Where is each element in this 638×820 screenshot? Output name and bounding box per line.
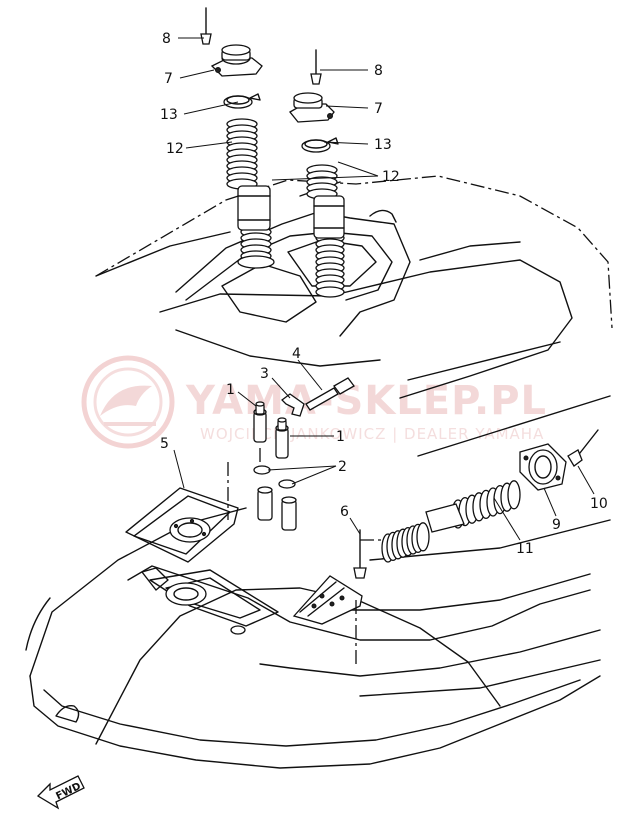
intake-bellows <box>381 480 521 563</box>
hose-fitting-upper <box>253 401 267 443</box>
rivet-right <box>310 49 322 85</box>
hose-stub-left <box>257 486 273 521</box>
routing-dash-lines <box>227 448 390 664</box>
callout-2: 2 <box>338 459 347 475</box>
callout-3: 3 <box>260 366 269 382</box>
fitting-screw <box>305 377 355 411</box>
leader-lines <box>173 37 595 541</box>
ventilation-duct-right <box>306 164 345 298</box>
watermark-subtitle: WOJCIECH JANKOWICZ | DEALER YAMAHA <box>200 425 544 443</box>
callout-9: 9 <box>552 517 561 533</box>
watermark-brand: YAMA-SKLEP.PL <box>185 378 547 424</box>
vent-cap-right <box>289 92 335 123</box>
watermark-logo <box>81 355 175 449</box>
callout-6: 6 <box>340 504 349 520</box>
callout-7-left: 7 <box>164 71 173 87</box>
rivet-left <box>200 7 212 45</box>
forward-direction-indicator: FWD <box>36 775 85 810</box>
hose-clamp-right <box>301 137 339 153</box>
callout-8-right: 8 <box>374 63 383 79</box>
forward-arrow-icon <box>36 775 85 810</box>
callout-1-upper: 1 <box>226 382 235 398</box>
mount-screw <box>353 529 367 579</box>
callout-4: 4 <box>292 346 301 362</box>
hose-fitting-lower <box>275 417 289 459</box>
hose-stub-right <box>281 496 297 531</box>
callout-labels: 8 7 13 12 8 7 13 12 4 3 1 1 2 5 6 11 9 1… <box>160 31 608 557</box>
callout-13-left: 13 <box>160 107 178 123</box>
callout-8-left: 8 <box>162 31 171 47</box>
callout-1-lower: 1 <box>336 429 345 445</box>
front-hull-outline <box>25 487 611 769</box>
hose-bracket <box>281 393 305 417</box>
callout-7-right: 7 <box>374 101 383 117</box>
callout-10: 10 <box>590 496 608 512</box>
callout-13-right: 13 <box>374 137 392 153</box>
callout-5: 5 <box>160 436 169 452</box>
hose-clamp-small-1 <box>253 465 271 475</box>
callout-12-left: 12 <box>166 141 184 157</box>
intake-flange <box>519 443 567 491</box>
callout-12-right: 12 <box>382 169 400 185</box>
hose-clamp-left <box>223 93 261 109</box>
hose-clamp-small-2 <box>278 479 296 489</box>
ventilation-duct-left <box>226 118 275 269</box>
callout-11: 11 <box>516 541 534 557</box>
vent-cap-left <box>210 44 263 77</box>
intake-rivet <box>567 429 599 467</box>
